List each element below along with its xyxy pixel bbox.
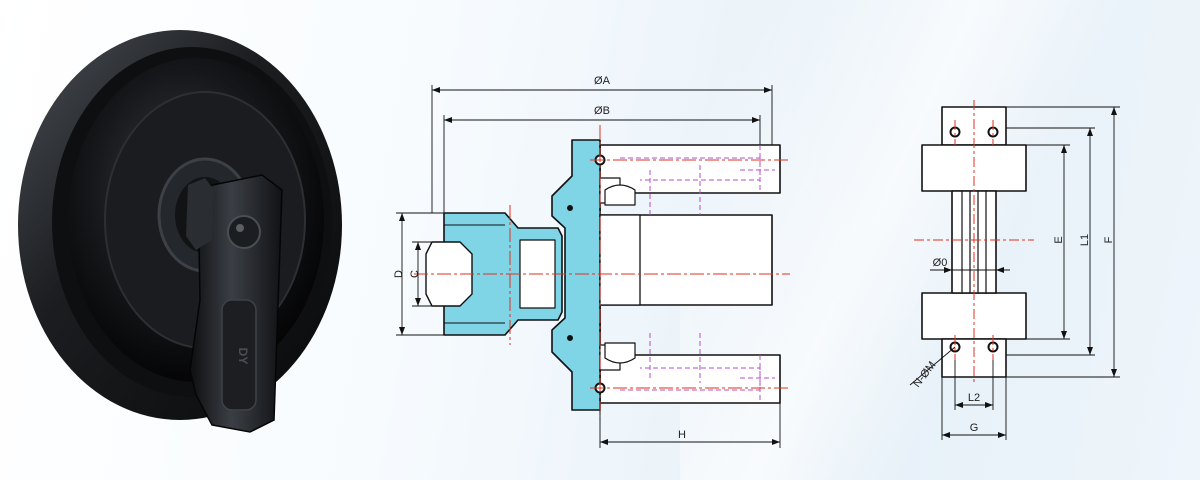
dimension-arrows: [399, 87, 780, 445]
plug-bottom: [567, 335, 573, 341]
dim-label-A: ØA: [594, 75, 611, 87]
yoke-bolt-highlight: [236, 224, 244, 232]
idler-photo: DY: [18, 30, 342, 433]
axle-detail-lines: [961, 191, 987, 293]
floating-seal-bottom: [604, 342, 636, 364]
dim-label-D0: Ø0: [933, 257, 948, 269]
hidden-lines: [620, 145, 775, 403]
centerlines: [414, 125, 790, 420]
plug-top: [567, 205, 573, 211]
dimension-lines: [396, 85, 781, 448]
front-dimension-lines: [909, 106, 1120, 440]
dim-label-C: C: [409, 270, 421, 278]
dim-label-L1: L1: [1079, 234, 1091, 246]
dim-label-G: G: [970, 422, 979, 434]
yoke-slot: [221, 299, 257, 411]
dim-label-E: E: [1053, 236, 1065, 243]
dim-label-D: D: [393, 270, 405, 278]
bushing-left: [599, 214, 641, 306]
dim-label-B: ØB: [594, 105, 610, 117]
front-view: E L1 F Ø0 L2 G N-ØM: [909, 100, 1120, 440]
yoke-bolt-head: [227, 215, 261, 249]
dim-label-NM: N-ØM: [911, 359, 939, 389]
dim-label-F: F: [1103, 236, 1115, 243]
front-centerlines: [914, 100, 1034, 385]
yoke-bracket-side: [186, 178, 214, 250]
side-section-view: ØA ØB D C H: [393, 75, 790, 448]
yoke-emboss-text: DY: [236, 348, 250, 365]
dim-label-H: H: [678, 429, 686, 441]
front-dimension-arrows: [942, 107, 1117, 438]
dim-label-L2: L2: [968, 392, 980, 404]
floating-seal-top: [604, 184, 636, 206]
